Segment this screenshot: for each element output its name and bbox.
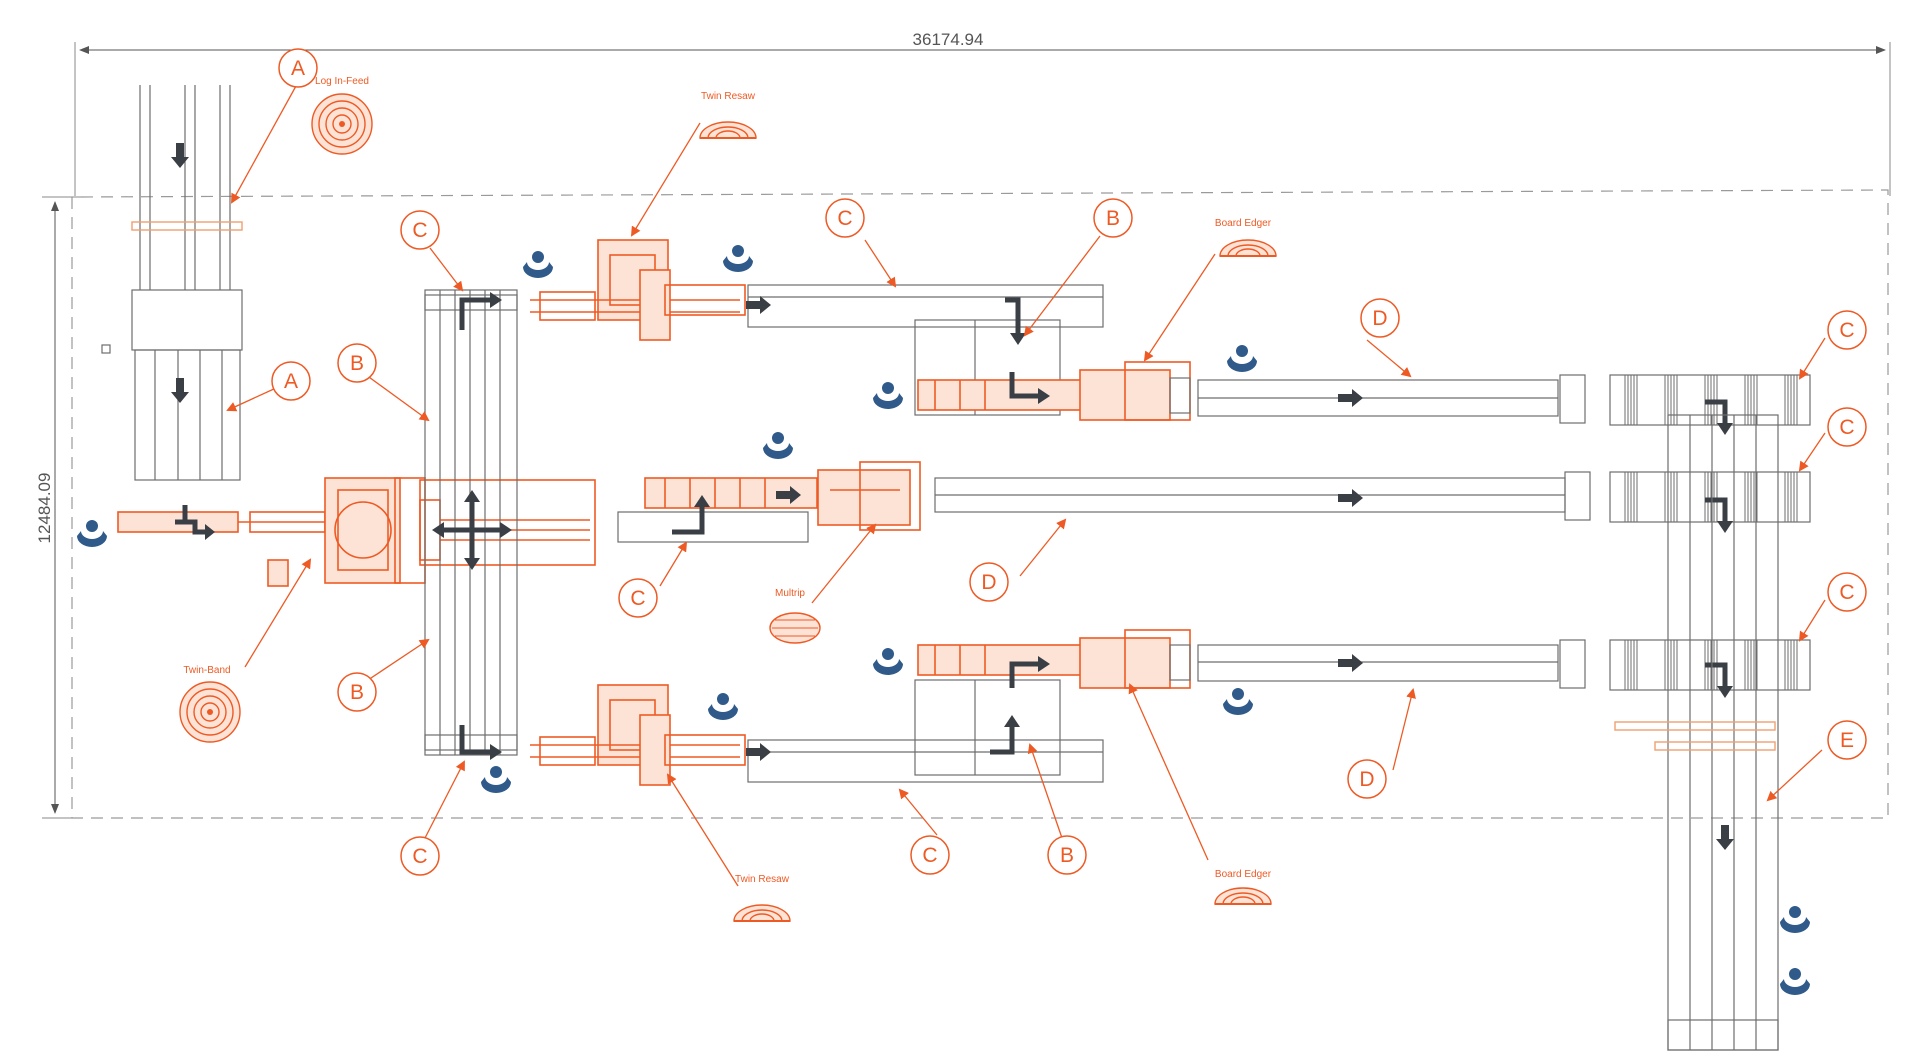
label-multirip: Multrip <box>775 588 805 599</box>
operator-station-icon <box>523 251 553 278</box>
log-end-grain-icon <box>1214 887 1272 905</box>
callouts: A A B B B B C C C C C C C C D D D E <box>271 48 1867 876</box>
operator-station-icon <box>873 648 903 675</box>
upper-outfeed-conveyor <box>1197 374 1586 424</box>
svg-text:C: C <box>837 207 852 230</box>
dimension-width-label: 36174.94 <box>913 30 984 49</box>
log-end-grain-icon <box>311 93 373 155</box>
operator-station-icon <box>1227 345 1257 372</box>
building-boundary <box>71 189 1889 819</box>
twin-resaw-bottom-machine <box>530 684 746 786</box>
callout-b1: B <box>337 343 377 383</box>
operator-station-icon <box>763 432 793 459</box>
flow-arrow-right-icon <box>1338 654 1363 672</box>
callout-b3: B <box>1093 198 1133 238</box>
svg-text:A: A <box>291 57 305 80</box>
callout-c5: C <box>910 835 950 875</box>
operator-station-icon <box>723 245 753 272</box>
lower-outfeed-conveyor <box>1197 639 1586 689</box>
transfer-deck-vertical <box>424 289 518 760</box>
callout-c4: C <box>618 578 658 618</box>
operator-station-icon <box>77 520 107 547</box>
callout-c7: C <box>1827 407 1867 447</box>
log-end-grain-icon <box>733 904 791 922</box>
callout-c1: C <box>400 210 440 250</box>
svg-text:B: B <box>350 352 364 375</box>
callout-c2: C <box>400 836 440 876</box>
label-board-edger-bottom: Board Edger <box>1215 869 1272 880</box>
operator-station-icon <box>1780 968 1810 995</box>
label-log-infeed: Log In-Feed <box>315 76 369 87</box>
callout-d3: D <box>1347 759 1387 799</box>
operator-station-icon <box>481 766 511 793</box>
callout-a1: A <box>278 48 318 88</box>
flow-arrow-right-icon <box>746 296 771 314</box>
callout-c6: C <box>1827 310 1867 350</box>
flow-arrow-right-icon <box>1338 489 1363 507</box>
callout-d1: D <box>1360 298 1400 338</box>
operator-station-icon <box>873 382 903 409</box>
svg-text:C: C <box>412 219 427 242</box>
twin-band-headrig <box>117 477 596 587</box>
flow-arrow-right-icon <box>746 743 771 761</box>
flow-arrow-down-icon <box>1716 825 1734 850</box>
operator-station-icon <box>1780 906 1810 933</box>
svg-text:A: A <box>284 370 298 393</box>
machine-labels: Log In-Feed Twin Resaw Board Edger Multr… <box>179 76 1277 922</box>
label-twin-band: Twin-Band <box>183 665 230 676</box>
flow-arrow-down-icon <box>171 378 189 403</box>
callout-e1: E <box>1827 720 1867 760</box>
flow-arrow-down-icon <box>171 143 189 168</box>
twin-resaw-top-machine <box>530 239 746 341</box>
callout-c8: C <box>1827 572 1867 612</box>
svg-text:D: D <box>1372 307 1387 330</box>
dimension-height: 12484.09 <box>35 196 82 819</box>
lower-board-conveyor <box>746 629 1191 783</box>
svg-text:C: C <box>412 845 427 868</box>
leader-lines <box>226 85 1826 887</box>
svg-text:C: C <box>1839 319 1854 342</box>
callout-c3: C <box>825 198 865 238</box>
svg-text:B: B <box>1060 844 1074 867</box>
operator-station-icon <box>1223 688 1253 715</box>
label-twin-resaw-top: Twin Resaw <box>701 91 756 102</box>
right-transfer-decks <box>1609 374 1811 698</box>
svg-text:C: C <box>1839 416 1854 439</box>
operator-station-icon <box>708 693 738 720</box>
middle-outfeed-conveyor <box>934 471 1591 521</box>
stacking-conveyor-e <box>1614 414 1779 1051</box>
log-infeed-deck <box>101 85 243 481</box>
callout-b2: B <box>337 672 377 712</box>
callout-b4: B <box>1047 835 1087 875</box>
svg-text:B: B <box>350 681 364 704</box>
multirip-machine <box>817 461 921 531</box>
log-end-grain-icon <box>1219 239 1277 257</box>
four-way-arrow-icon <box>432 490 512 570</box>
log-end-grain-icon <box>179 681 241 743</box>
upper-board-conveyor <box>746 284 1191 421</box>
log-end-grain-icon <box>699 121 757 139</box>
dimension-height-label: 12484.09 <box>35 473 54 544</box>
dimension-width: 36174.94 <box>74 30 1891 196</box>
svg-text:D: D <box>1359 768 1374 791</box>
svg-text:C: C <box>1839 581 1854 604</box>
svg-text:B: B <box>1106 207 1120 230</box>
log-end-grain-icon <box>769 612 821 644</box>
callout-d2: D <box>969 562 1009 602</box>
multirip-infeed <box>617 477 818 543</box>
callout-a2: A <box>271 361 311 401</box>
flow-arrow-right-icon <box>1338 389 1363 407</box>
svg-text:C: C <box>630 587 645 610</box>
label-board-edger-top: Board Edger <box>1215 218 1272 229</box>
svg-text:D: D <box>981 571 996 594</box>
svg-text:C: C <box>922 844 937 867</box>
label-twin-resaw-bottom: Twin Resaw <box>735 874 790 885</box>
operator-stations <box>77 245 1810 995</box>
svg-text:E: E <box>1840 729 1854 752</box>
